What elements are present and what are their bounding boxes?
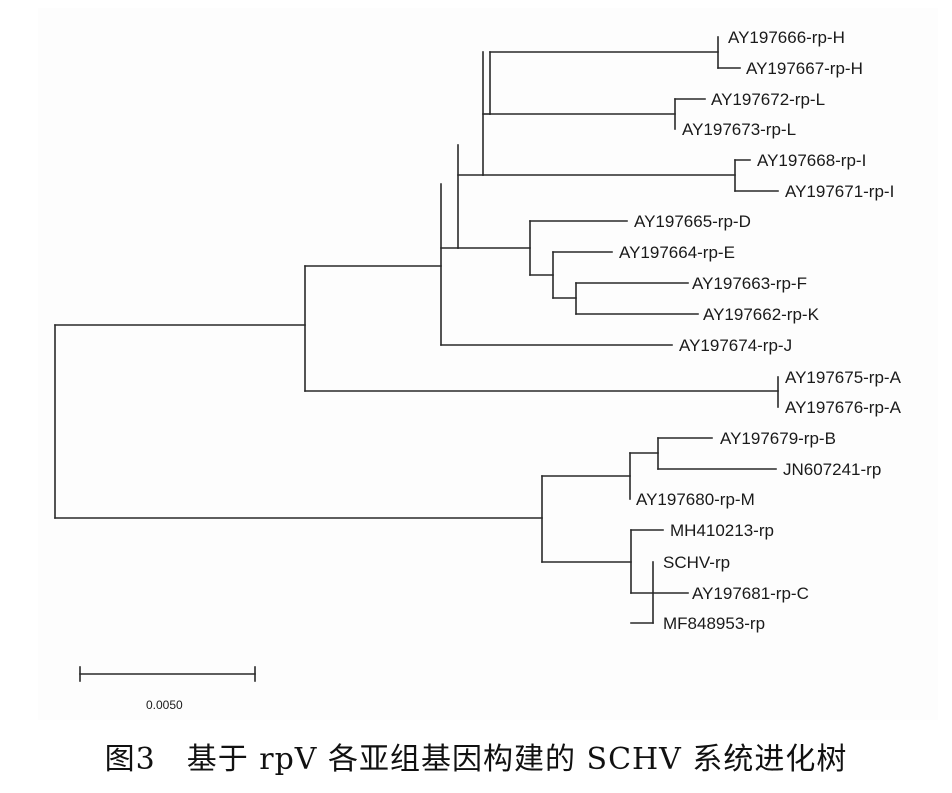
leaf-label: MH410213-rp (670, 521, 774, 540)
leaf-label: AY197674-rp-J (679, 336, 792, 355)
leaf-label: AY197662-rp-K (703, 305, 820, 324)
leaf-label: AY197672-rp-L (711, 90, 825, 109)
leaf-label: AY197676-rp-A (785, 398, 902, 417)
leaf-label: AY197665-rp-D (634, 212, 751, 231)
leaf-label: JN607241-rp (783, 460, 881, 479)
leaf-label: AY197673-rp-L (682, 120, 796, 139)
leaf-label: AY197664-rp-E (619, 243, 735, 262)
scale-bar-label: 0.0050 (146, 698, 183, 712)
leaf-label: SCHV-rp (663, 553, 730, 572)
leaf-label: MF848953-rp (663, 614, 765, 633)
phylogenetic-tree: AY197666-rp-H AY197667-rp-H AY197672-rp-L A… (54, 28, 902, 712)
scale-bar: 0.0050 (79, 666, 256, 712)
leaf-label: AY197667-rp-H (746, 59, 863, 78)
leaf-label: AY197679-rp-B (720, 429, 836, 448)
figure-panel: AY197666-rp-H AY197667-rp-H AY197672-rp-L A… (38, 8, 938, 720)
leaf-label: AY197663-rp-F (692, 274, 807, 293)
tree-branches (54, 36, 779, 624)
figure-caption: 图3 基于 rpV 各亚组基因构建的 SCHV 系统进化树 (104, 742, 848, 777)
leaf-label: AY197668-rp-I (757, 151, 866, 170)
leaf-label: AY197671-rp-I (785, 182, 894, 201)
leaf-label: AY197680-rp-M (636, 490, 755, 509)
leaf-label: AY197666-rp-H (728, 28, 845, 47)
leaf-label: AY197681-rp-C (692, 584, 809, 603)
leaf-labels: AY197666-rp-H AY197667-rp-H AY197672-rp-L A… (619, 28, 902, 633)
leaf-label: AY197675-rp-A (785, 368, 902, 387)
